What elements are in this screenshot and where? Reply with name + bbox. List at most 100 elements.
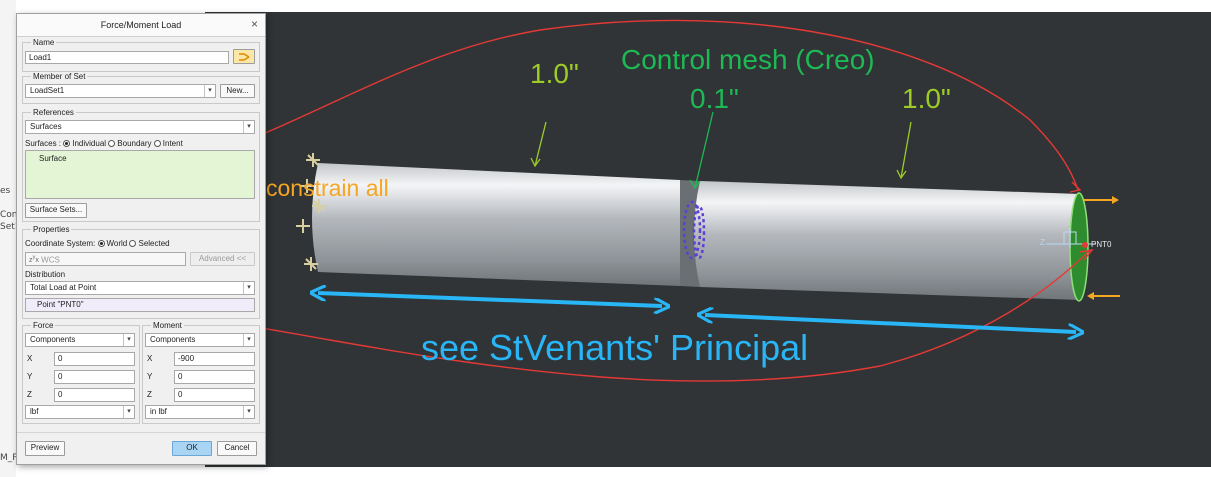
moment-x-field[interactable]: -900 bbox=[174, 352, 255, 366]
moment-legend: Moment bbox=[153, 321, 182, 330]
force-z-label: Z bbox=[27, 390, 32, 399]
stvenant-arrow-right bbox=[705, 315, 1076, 332]
distribution-value: Total Load at Point bbox=[30, 283, 97, 292]
references-group: References bbox=[22, 108, 260, 222]
csys-icon: zyx bbox=[29, 255, 39, 265]
radio-individual[interactable]: Individual bbox=[63, 139, 106, 148]
surfaces-mode-label: Surfaces : bbox=[25, 139, 62, 148]
force-moment-load-dialog: Force/Moment Load × Name Load1 Member of… bbox=[16, 13, 266, 465]
point-collector-value: Point "PNT0" bbox=[37, 300, 84, 309]
force-z-field[interactable]: 0 bbox=[54, 388, 135, 402]
stvenant-label: see StVenants' Principal bbox=[421, 327, 809, 368]
load-color-icon bbox=[239, 53, 250, 61]
collector-item[interactable]: Surface bbox=[39, 154, 67, 163]
force-units-select[interactable]: lbf ▾ bbox=[25, 405, 135, 419]
force-group: Force bbox=[22, 321, 140, 424]
csys-axis-z-label: Z bbox=[1040, 238, 1045, 247]
moment-x-label: X bbox=[147, 354, 153, 363]
radio-world[interactable]: World bbox=[97, 239, 127, 248]
cancel-button[interactable]: Cancel bbox=[217, 441, 257, 456]
chevron-down-icon: ▾ bbox=[204, 85, 215, 97]
name-group: Name bbox=[22, 38, 260, 72]
force-mode-value: Components bbox=[30, 335, 76, 344]
control-mesh-points bbox=[682, 200, 706, 260]
ok-button[interactable]: OK bbox=[172, 441, 212, 456]
properties-group: Properties bbox=[22, 225, 260, 319]
force-mode-select[interactable]: Components ▾ bbox=[25, 333, 135, 347]
csys-value: WCS bbox=[41, 255, 60, 265]
new-load-set-button[interactable]: New... bbox=[220, 84, 255, 98]
radio-icon bbox=[129, 240, 137, 247]
reference-type-value: Surfaces bbox=[30, 122, 62, 131]
moment-mode-value: Components bbox=[150, 335, 196, 344]
force-y-label: Y bbox=[27, 372, 33, 381]
cylinder-gap bbox=[680, 180, 700, 287]
dialog-title: Force/Moment Load bbox=[100, 20, 182, 30]
force-legend: Force bbox=[33, 321, 54, 330]
force-x-label: X bbox=[27, 354, 33, 363]
reference-type-select[interactable]: Surfaces ▾ bbox=[25, 120, 255, 134]
distribution-select[interactable]: Total Load at Point ▾ bbox=[25, 281, 255, 295]
control-mesh-label: Control mesh (Creo) bbox=[621, 44, 875, 75]
properties-legend: Properties bbox=[33, 225, 70, 234]
pnt0-label: PNT0 bbox=[1091, 240, 1112, 249]
radio-icon bbox=[97, 240, 105, 247]
reference-curve-arrow bbox=[1079, 249, 1094, 261]
point-collector[interactable]: Point "PNT0" bbox=[25, 298, 255, 312]
moment-group: Moment bbox=[142, 321, 260, 424]
moment-y-field[interactable]: 0 bbox=[174, 370, 255, 384]
moment-mode-select[interactable]: Components ▾ bbox=[145, 333, 255, 347]
csys-row: Coordinate System: World Selected bbox=[25, 239, 170, 248]
distribution-label: Distribution bbox=[25, 270, 66, 279]
chevron-down-icon: ▾ bbox=[243, 334, 254, 346]
preview-button[interactable]: Preview bbox=[25, 441, 65, 456]
footer-divider bbox=[17, 432, 265, 433]
background-fragment: es bbox=[0, 186, 11, 196]
dimension-right-label: 1.0" bbox=[902, 83, 951, 114]
radio-icon bbox=[108, 140, 116, 147]
load-set-value: LoadSet1 bbox=[30, 86, 65, 95]
radio-boundary[interactable]: Boundary bbox=[108, 139, 152, 148]
surface-sets-button[interactable]: Surface Sets... bbox=[25, 203, 87, 218]
cylinder-segment-right bbox=[694, 181, 1080, 300]
pnt0-point bbox=[1082, 242, 1088, 248]
chevron-down-icon: ▾ bbox=[243, 406, 254, 418]
close-icon[interactable]: × bbox=[250, 17, 258, 31]
dimension-pointers bbox=[530, 121, 912, 180]
moment-y-label: Y bbox=[147, 372, 153, 381]
csys-label: Coordinate System: bbox=[25, 239, 96, 248]
dialog-titlebar[interactable]: Force/Moment Load × bbox=[17, 14, 265, 37]
radio-intent[interactable]: Intent bbox=[153, 139, 183, 148]
force-y-field[interactable]: 0 bbox=[54, 370, 135, 384]
radio-icon bbox=[63, 140, 71, 147]
chevron-down-icon: ▾ bbox=[243, 282, 254, 294]
load-arrows bbox=[1084, 196, 1120, 300]
references-legend: References bbox=[33, 108, 74, 117]
advanced-button[interactable]: Advanced << bbox=[190, 252, 255, 266]
constraint-symbols bbox=[296, 153, 326, 271]
moment-units-value: in lbf bbox=[150, 407, 167, 416]
name-field[interactable]: Load1 bbox=[25, 51, 229, 64]
chevron-down-icon: ▾ bbox=[243, 121, 254, 133]
chevron-down-icon: ▾ bbox=[123, 334, 134, 346]
background-fragment: Set1 bbox=[0, 222, 21, 232]
moment-units-select[interactable]: in lbf ▾ bbox=[145, 405, 255, 419]
surface-collector[interactable]: Surface bbox=[25, 150, 255, 199]
constrain-all-label: constrain all bbox=[266, 175, 389, 201]
member-of-set-legend: Member of Set bbox=[33, 72, 86, 81]
reference-curve-arrow bbox=[1069, 181, 1082, 193]
cylinder-segment-left bbox=[312, 163, 680, 286]
csys-field[interactable]: zyx WCS bbox=[25, 252, 186, 266]
radio-selected[interactable]: Selected bbox=[129, 239, 170, 248]
stvenant-arrow-left bbox=[318, 293, 662, 306]
force-units-value: lbf bbox=[30, 407, 39, 416]
name-legend: Name bbox=[33, 38, 55, 47]
control-mesh-pointer bbox=[689, 111, 714, 190]
force-x-field[interactable]: 0 bbox=[54, 352, 135, 366]
radio-icon bbox=[153, 140, 161, 147]
moment-z-field[interactable]: 0 bbox=[174, 388, 255, 402]
color-picker-button[interactable] bbox=[233, 49, 255, 64]
dimension-mid-label: 0.1" bbox=[690, 83, 739, 114]
load-set-select[interactable]: LoadSet1 ▾ bbox=[25, 84, 216, 98]
